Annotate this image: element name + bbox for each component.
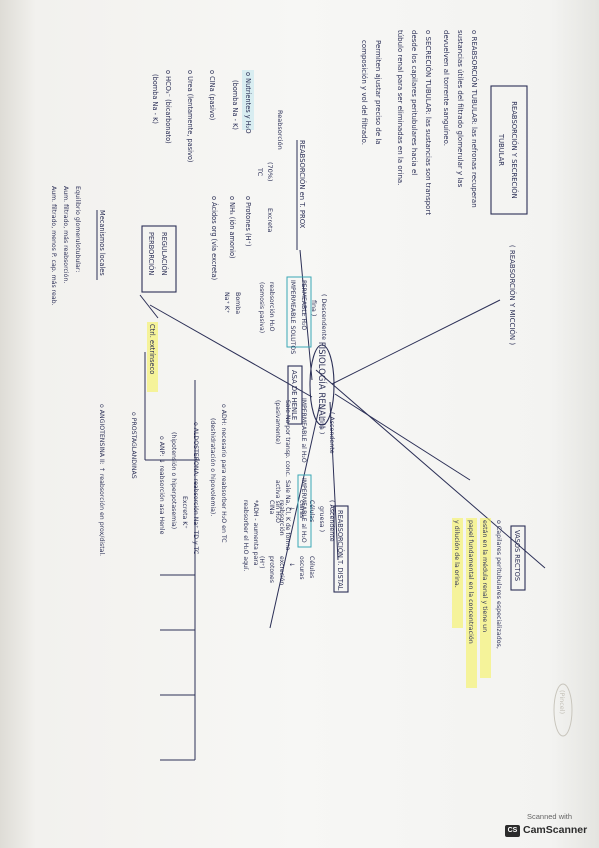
hormone-2: (deshidratación o hipovolemia). [209, 418, 217, 516]
henle-desc-1: ( Descendente [320, 294, 327, 340]
distal-note-1: *ADH - aumenta para [252, 500, 259, 566]
distal-col2-4: excreción [278, 556, 286, 585]
faint-stamp-oval [553, 683, 573, 737]
intro-line-4: o SECRECIÓN TUBULAR: las sustancias son … [424, 30, 433, 215]
highlight-extrinsic [147, 322, 158, 392]
highlight-ducts-2 [466, 518, 477, 688]
proximal-item-4: o Urea (lentamente, pasivo) [186, 70, 194, 162]
intro-line-2: sustancias útiles del filtrado glomerula… [456, 30, 464, 188]
henle-asc-gruesa-note-1: Sale Na, Cl, K de forma [284, 480, 291, 551]
intro-line-6: túbulo renal para ser eliminadas en la o… [396, 30, 404, 185]
hormone-3: o ALDOSTERONA: reabsorción Na⁺ TD y TC [192, 422, 200, 554]
distal-col1-1: Células [308, 500, 316, 522]
hormone-4: Excreta K⁺ [181, 496, 188, 529]
hormone-5: (hipotensión o hiperpotasemia) [170, 432, 178, 529]
henle-asc-fina-1: ( Ascendente [328, 412, 335, 454]
connectors [139, 249, 546, 761]
distal-col1-3: ↓ [288, 506, 295, 511]
scanner-top-text: Scanned with [527, 812, 573, 821]
distal-col2-1: Células [308, 556, 316, 578]
henle-desc-note-2: (osmosis pasiva) [258, 282, 265, 333]
ducts-line-4: y dilución de la orina. [453, 520, 461, 588]
proximal-col-left-1: Reabsorción [276, 110, 284, 150]
distal-col2-3: ↓ [288, 562, 295, 567]
proximal-excrete-3: o Ácidos org (vía excreta) [210, 196, 219, 280]
scanner-watermark: Scanned with CS CamScanner [505, 812, 593, 842]
distal-col2-5: protones [268, 556, 275, 583]
camscanner-logo-icon: CS [505, 825, 520, 837]
henle-asc-gruesa-note-2: activa sin H₂O [274, 480, 281, 523]
highlight-nutrientes [242, 70, 254, 130]
hormone-8: o ANGIOTENSINA II: ↑ reabsorción en prox… [98, 404, 106, 556]
tubular-box-line-1: REABSORCIÓN Y SECRECIÓN [510, 101, 519, 198]
proximal-excrete-1: o Protones (H⁺) [244, 196, 252, 247]
henle-box [287, 365, 303, 425]
regulation-extrinsic: Ctrl. extrínseco [148, 324, 156, 374]
ducts-title: VASOS RECTOS [513, 530, 521, 581]
regulation-title-2: PERBORCIÓN [147, 232, 156, 275]
henle-asc-fina-2: fina ) [318, 418, 325, 434]
regulation-title-1: REGULACIÓN [160, 232, 169, 276]
henle-desc-2: fina ) [310, 300, 317, 316]
intro-line-3: devuelven al torrente sanguíneo. [442, 30, 450, 146]
distal-col1-5: CINa [268, 500, 275, 515]
scanner-name: CamScanner [523, 824, 588, 836]
faint-stamp-text: (Pincel) [558, 690, 566, 714]
distal-col2-6: (H⁺) [258, 556, 265, 569]
proximal-excrete-2: o NH₃ (ión amonio) [228, 196, 236, 259]
regulation-local-3: Aum. filtrado, menos P. cap. más reab. [50, 186, 58, 306]
henle-desc-note-1: reabsorción H₂O [268, 282, 276, 332]
highlight-ducts-3 [452, 518, 463, 628]
regulation-local-2: Aum. filtrado, más reabsorción. [62, 186, 70, 283]
distal-col2-2: oscuras [298, 556, 305, 580]
proximal-item-5: o HCO₃⁻ (bicarbonato) [164, 70, 172, 144]
distal-title: REABSORCIÓN T. DISTAL [336, 510, 345, 591]
proximal-item-1: o Nutrientes y H₂O [244, 72, 252, 134]
highlight-ducts-1 [480, 518, 491, 678]
proximal-bracket-1: Bomba [234, 292, 241, 314]
branch-label-right: ( REABSORCIÓN Y MICCIÓN ) [508, 245, 517, 346]
impermeable-box [297, 474, 312, 548]
permeable-box [286, 276, 312, 348]
henle-title: ASA DE HENLE [290, 370, 298, 420]
proximal-col-left-3: TC [256, 167, 264, 177]
intro-line-5: desde los capilares peritubulares hacia … [410, 30, 418, 175]
distal-note-2: reabsorber el H₂O aquí. [242, 500, 250, 571]
henle-asc-gruesa-2: gruesa ) [318, 506, 325, 532]
tubular-box-line-2: TUBULAR [497, 133, 505, 166]
henle-asc-fina-note-1: Sale Na por transp. conc. [284, 400, 291, 477]
henle-impermeable-h2o: IMPERMEABLE al H₂O [300, 398, 307, 463]
henle-asc-fina-note-2: (pasivamente) [274, 400, 281, 444]
intro-line-7: Permiten ajustar preciso de la [374, 40, 382, 145]
henle-perm-1: PERMEABLE H₂O [300, 280, 307, 330]
distal-col1-4: reabsorción [278, 500, 286, 536]
regulation-local-1: Equilibrio glomerulotubular: [74, 186, 81, 272]
distal-box [333, 505, 349, 593]
proximal-item-3: o CINa (pasivo) [208, 70, 216, 120]
proximal-item-2: (bomba Na - K) [231, 80, 239, 130]
hormone-7: o PROSTAGLANDINAS [130, 412, 137, 479]
proximal-item-6: (bomba Na - K) [151, 74, 159, 124]
ducts-line-1: o Capilares peritubulares especializados… [495, 520, 502, 649]
hormone-6: o ANP: ↓ reabsorción asa Henle [158, 436, 166, 535]
henle-impermeable-box: IMPERMEABLE al H₂O [300, 478, 307, 543]
ducts-box [510, 525, 526, 591]
tubular-box [490, 85, 528, 215]
distal-col1-2: claras [298, 500, 305, 518]
proximal-title: REABSORCIÓN en T. PROX [298, 140, 307, 229]
proximal-bracket-2: Na⁺ K⁺ [223, 292, 230, 313]
ducts-line-2: están en la médula renal y tiene un [481, 520, 489, 632]
ducts-line-3: papel fundamental en la concentración [467, 520, 475, 644]
intro-line-1: o REABSORCIÓN TUBULAR: las nefronas recu… [470, 30, 479, 208]
proximal-col-left-2: (70%) [266, 162, 274, 182]
intro-line-8: composición y vol del filtrado. [360, 40, 368, 145]
proximal-col-right: Excreta [266, 208, 274, 232]
henle-asc-gruesa-1: ( Ascendente [328, 500, 335, 542]
hormone-1: o ADH: necesario para reabsorber H₂O en … [220, 404, 227, 543]
henle-perm-2: IMPERMEABLE SOLUTOS [289, 280, 296, 354]
regulation-box [141, 225, 177, 293]
regulation-local-title: Mecanismos locales [98, 210, 106, 276]
